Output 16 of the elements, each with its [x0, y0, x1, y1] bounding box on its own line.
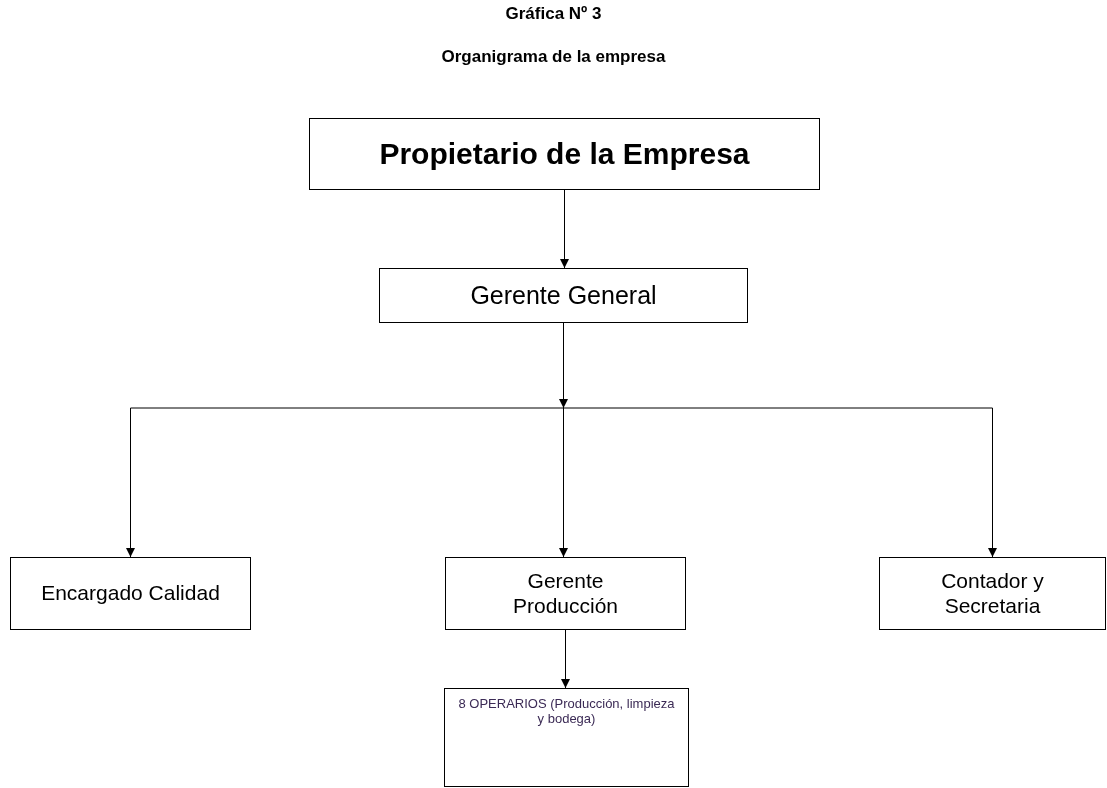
box-label: Contador y Secretaria: [940, 569, 1045, 618]
org-box: [445, 557, 686, 630]
org-box: [10, 557, 251, 630]
connector-arrow: [560, 189, 569, 269]
box-label: 8 OPERARIOS (Producción, limpieza y bodega): [457, 697, 676, 727]
diagram-subtitle: Organigrama de la empresa: [440, 47, 667, 67]
box-label: Encargado Calidad: [41, 581, 220, 606]
box-label: Gerente Producción: [511, 569, 620, 618]
diagram-title: Gráfica Nº 3: [504, 4, 603, 24]
org-box: [309, 118, 820, 190]
org-box: [879, 557, 1106, 630]
org-box: [379, 268, 748, 323]
box-label: Gerente General: [470, 281, 657, 310]
box-label: Propietario de la Empresa: [379, 136, 750, 172]
org-box: [444, 688, 689, 787]
connector-arrow: [561, 629, 570, 689]
